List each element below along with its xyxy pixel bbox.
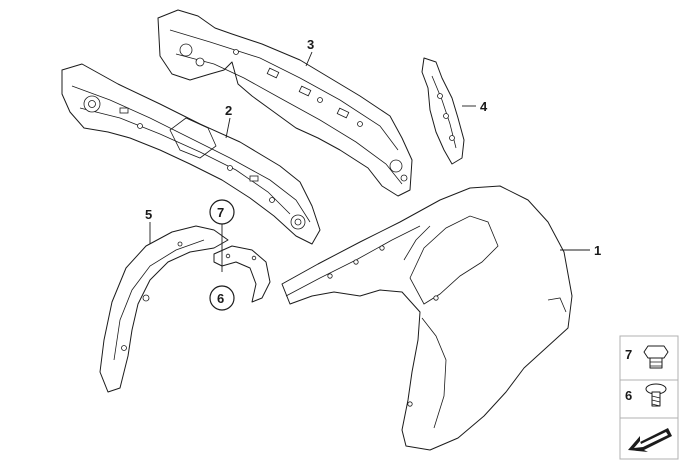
rear-cross-member-part[interactable] <box>157 9 413 197</box>
legend-label-6: 6 <box>625 388 632 403</box>
side-panel-part[interactable] <box>281 185 573 451</box>
callout-2: 2 <box>225 103 232 118</box>
callout-4: 4 <box>480 99 488 114</box>
pillar-bracket-part[interactable] <box>421 57 465 165</box>
arrow-icon <box>628 428 672 452</box>
fastener-legend: 7 6 <box>619 335 679 460</box>
circled-callout-6 <box>209 285 235 311</box>
screw-clip-icon <box>645 383 667 407</box>
leader-line-3 <box>305 51 313 67</box>
inner-rail-part[interactable] <box>61 63 321 245</box>
callout-3: 3 <box>307 37 314 52</box>
callout-6-circled: 6 <box>217 291 224 306</box>
expanding-nut-icon <box>643 345 669 369</box>
wheel-arch-liner-part[interactable] <box>99 225 229 393</box>
callout-7-circled: 7 <box>217 205 224 220</box>
callout-5: 5 <box>145 207 152 222</box>
leader-line-2 <box>225 117 231 139</box>
callout-1: 1 <box>594 243 601 258</box>
legend-label-7: 7 <box>625 347 632 362</box>
